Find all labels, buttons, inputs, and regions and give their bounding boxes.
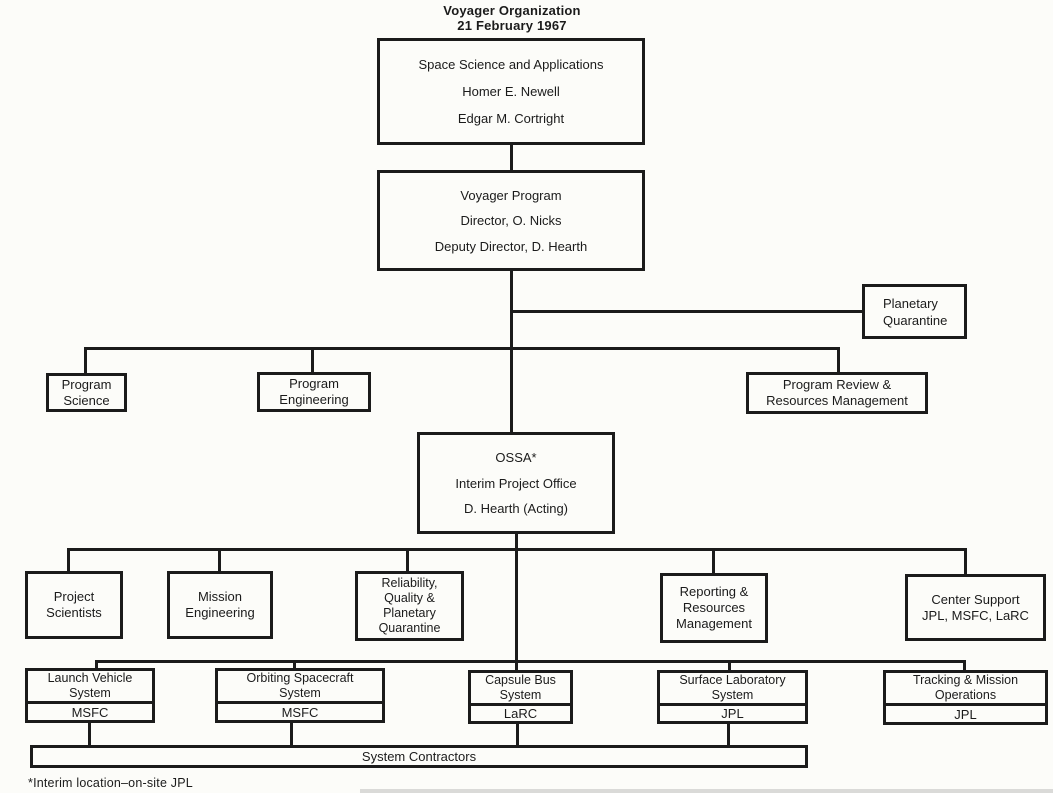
node-text-line: Scientists: [46, 605, 102, 620]
node-reporting-resources-management: Reporting & Resources Management: [660, 573, 768, 643]
connector-drop-tracking-mission: [963, 660, 966, 671]
node-space-science-and-applications: Space Science and Applications Homer E. …: [377, 38, 645, 145]
node-program-engineering: Program Engineering: [257, 372, 371, 412]
connector-voyager-to-ossa: [510, 269, 513, 434]
connector-branch-planetary-quarantine: [511, 310, 862, 313]
node-text-line: Quality &: [384, 591, 435, 605]
connector-drop-orbiting-spacecraft: [293, 660, 296, 669]
node-text-line: Homer E. Newell: [462, 84, 560, 99]
node-text-line: Program: [289, 376, 339, 391]
connector-drop-program-engineering: [311, 347, 314, 373]
node-text-line: Planetary: [383, 606, 436, 620]
system-center-label: JPL: [954, 706, 977, 722]
node-text-line: Edgar M. Cortright: [457, 111, 565, 126]
node-text-line: OSSA*: [495, 449, 537, 465]
node-text-line: System: [279, 686, 321, 700]
node-text-line: D. Hearth (Acting): [463, 501, 569, 517]
node-text-line: Engineering: [279, 392, 349, 407]
chart-title-line2: 21 February 1967: [457, 18, 567, 33]
node-text-line: System Contractors: [361, 749, 477, 764]
node-text-line: Voyager Program: [460, 187, 562, 203]
connector-drop-reporting: [712, 548, 715, 574]
system-name: Tracking & Mission Operations: [886, 673, 1045, 706]
node-system-contractors: System Contractors: [30, 745, 808, 768]
node-project-scientists: Project Scientists: [25, 571, 123, 639]
node-text-line: Engineering: [185, 605, 255, 620]
node-text-line: Capsule Bus: [485, 673, 556, 687]
node-program-science: Program Science: [46, 373, 127, 412]
node-text-line: Reliability,: [381, 576, 438, 590]
connector-bus-project-row: [67, 548, 967, 551]
node-text-line: Deputy Director, D. Hearth: [434, 238, 588, 254]
node-text-line: JPL, MSFC, LaRC: [922, 607, 1029, 623]
node-voyager-program: Voyager Program Director, O. Nicks Deput…: [377, 170, 645, 271]
node-text-line: Mission: [197, 589, 243, 604]
system-name: Capsule Bus System: [471, 673, 570, 706]
node-text-line: Surface Laboratory: [679, 673, 786, 687]
node-text-line: System: [711, 688, 754, 702]
connector-launch-vehicle-to-contractors: [88, 722, 91, 746]
connector-orbiting-to-contractors: [290, 722, 293, 746]
system-name: Surface Laboratory System: [660, 673, 805, 706]
node-text-line: System: [69, 686, 111, 700]
connector-drop-surface-laboratory: [728, 660, 731, 671]
node-text-line: Program Review &: [782, 377, 892, 392]
node-ossa-interim-project-office: OSSA* Interim Project Office D. Hearth (…: [417, 432, 615, 534]
node-tracking-mission-operations: Tracking & Mission Operations JPL: [883, 670, 1048, 725]
node-text-line: Program: [61, 376, 112, 392]
node-mission-engineering: Mission Engineering: [167, 571, 273, 639]
node-reliability-quality-planetary-quarantine: Reliability, Quality & Planetary Quarant…: [355, 571, 464, 641]
connector-drop-reliability: [406, 548, 409, 572]
system-center-label: MSFC: [281, 704, 319, 720]
system-center-label: MSFC: [71, 704, 109, 720]
system-name: Launch Vehicle System: [28, 671, 152, 704]
connector-drop-project-scientists: [67, 548, 70, 572]
node-planetary-quarantine: Planetary Quarantine: [862, 284, 967, 339]
system-center-label: LaRC: [503, 706, 538, 721]
system-center-label: JPL: [721, 706, 744, 721]
footnote-interim-location: *Interim location–on-site JPL: [28, 776, 193, 790]
connector-bus-system-row: [95, 660, 966, 663]
node-text-line: Science: [63, 392, 110, 408]
connector-drop-program-review: [837, 347, 840, 373]
node-text-line: Planetary: [883, 295, 938, 311]
node-text-line: Space Science and Applications: [418, 57, 604, 72]
node-text-line: Reporting &: [679, 584, 749, 599]
node-text-line: Operations: [934, 688, 997, 702]
connector-drop-program-science: [84, 347, 87, 374]
node-text-line: Center Support: [931, 591, 1020, 607]
node-text-line: System: [499, 688, 542, 702]
node-text-line: Interim Project Office: [455, 475, 577, 491]
node-text-line: Resources: [682, 600, 746, 615]
node-program-review-resources-management: Program Review & Resources Management: [746, 372, 928, 414]
node-text-line: Quarantine: [378, 621, 441, 635]
node-text-line: Orbiting Spacecraft: [246, 671, 354, 685]
connector-drop-launch-vehicle: [95, 660, 98, 669]
node-center-support: Center Support JPL, MSFC, LaRC: [905, 574, 1046, 641]
node-text-line: Launch Vehicle: [47, 671, 133, 685]
node-capsule-bus-system: Capsule Bus System LaRC: [468, 670, 573, 724]
node-surface-laboratory-system: Surface Laboratory System JPL: [657, 670, 808, 724]
chart-title: Voyager Organization 21 February 1967: [382, 3, 642, 33]
chart-title-line1: Voyager Organization: [443, 3, 581, 18]
connector-drop-mission-engineering: [218, 548, 221, 572]
connector-bus-program-row: [84, 347, 840, 350]
node-text-line: Management: [676, 616, 752, 631]
connector-ssa-to-voyager: [510, 143, 513, 172]
connector-drop-center-support: [964, 548, 967, 575]
node-text-line: Tracking & Mission: [912, 673, 1019, 687]
node-text-line: Director, O. Nicks: [460, 213, 562, 228]
scan-artifact: [360, 789, 1053, 793]
connector-capsule-to-contractors: [516, 723, 519, 746]
system-name: Orbiting Spacecraft System: [218, 671, 382, 704]
node-text-line: Quarantine: [883, 312, 948, 328]
connector-surface-to-contractors: [727, 723, 730, 746]
node-launch-vehicle-system: Launch Vehicle System MSFC: [25, 668, 155, 723]
connector-ossa-to-capsule-bus: [515, 533, 518, 671]
node-text-line: Resources Management: [766, 393, 908, 408]
node-orbiting-spacecraft-system: Orbiting Spacecraft System MSFC: [215, 668, 385, 723]
node-text-line: Project: [53, 589, 95, 604]
